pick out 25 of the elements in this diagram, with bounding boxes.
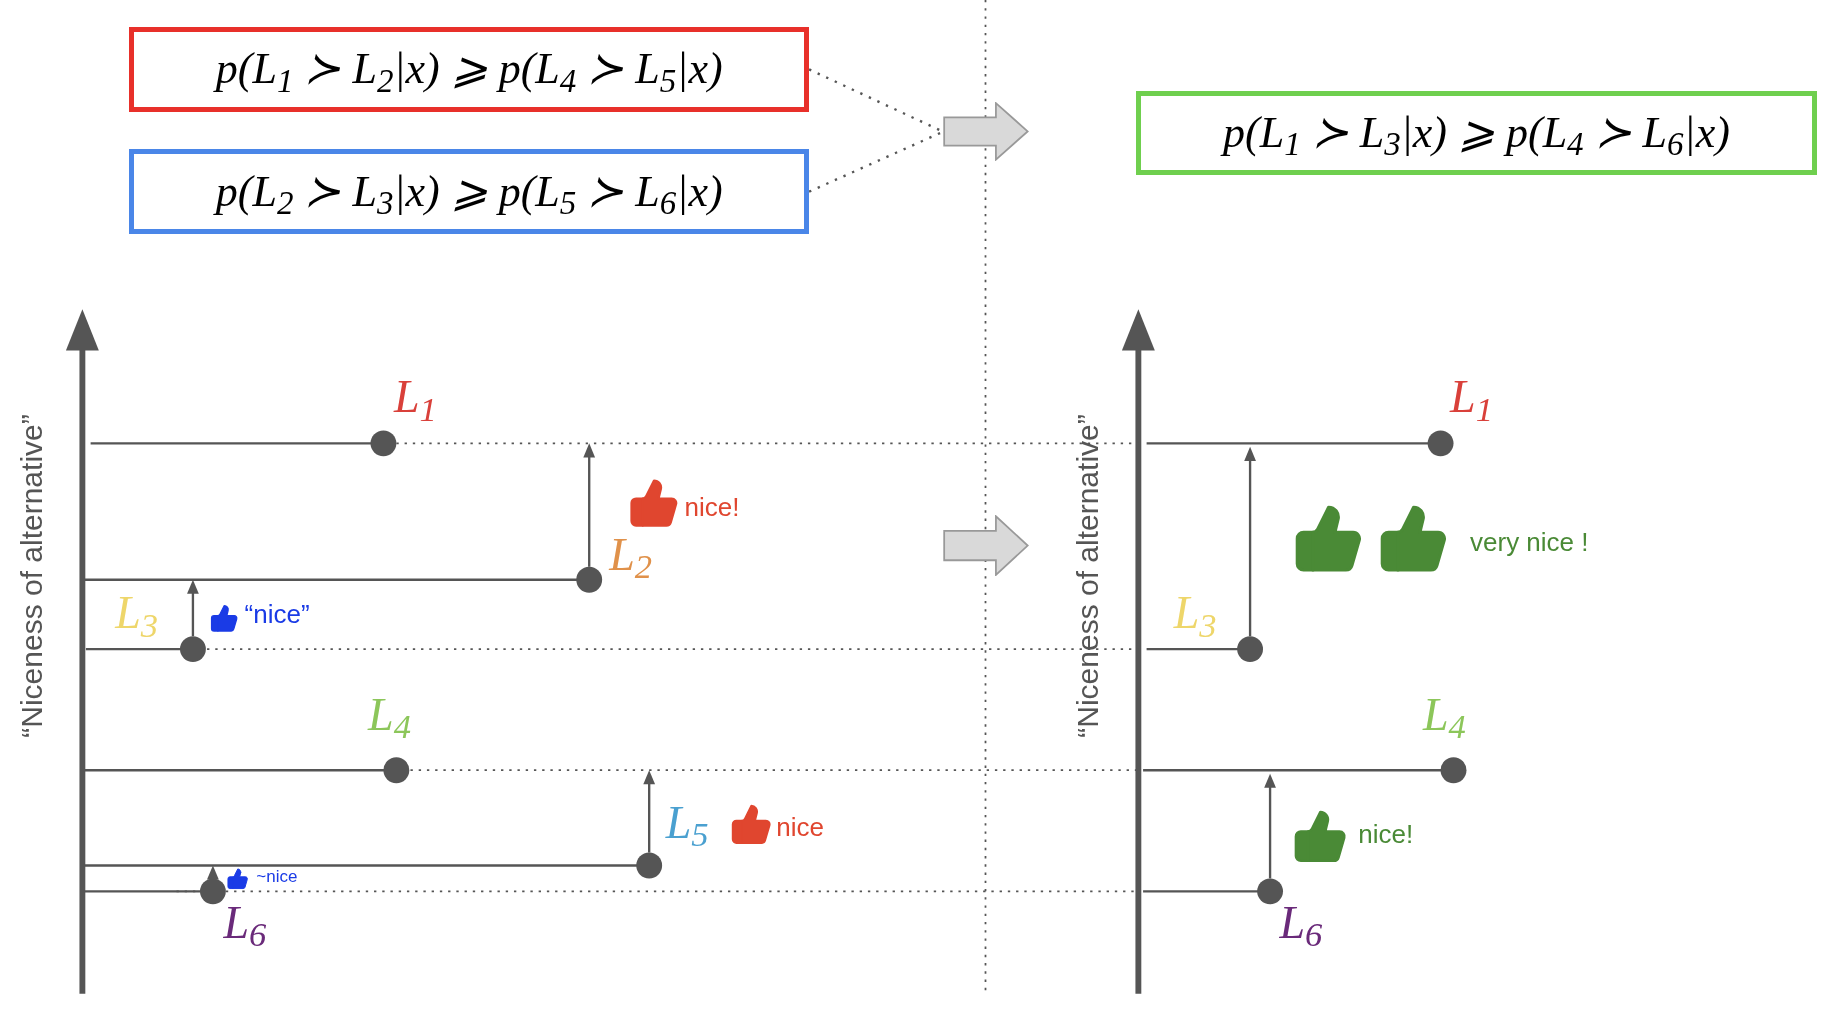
- point-label: L$_{5}$: [665, 799, 709, 846]
- formula-box: [129, 27, 810, 112]
- note-text: nice!: [1358, 820, 1414, 847]
- formula-box: [1136, 90, 1817, 176]
- point-label: L$_{1}$: [1450, 373, 1493, 420]
- point-label: L$_{3}$: [115, 590, 159, 637]
- note-text: nice: [776, 813, 824, 840]
- note-text: ~nice: [256, 867, 298, 885]
- point-label: L$_{6}$: [223, 899, 267, 946]
- axis-label: “Niceness of alternative”: [1072, 414, 1103, 738]
- point-label: L$_{4}$: [368, 691, 411, 738]
- point-label: L$_{2}$: [609, 531, 652, 578]
- note-text: very nice !: [1470, 529, 1589, 556]
- formula: p(L$_{2}$ ≻ L$_{3}$|x) ⩾ p(L$_{5}$ ≻ L$_{6}$|x): [215, 169, 723, 214]
- point-label: L$_{3}$: [1173, 590, 1217, 637]
- note-text: nice!: [684, 493, 740, 520]
- note-text: “nice”: [244, 600, 310, 627]
- point-label: L$_{1}$: [393, 373, 437, 420]
- block-arrow: [943, 102, 1029, 162]
- block-arrow: [943, 515, 1029, 577]
- axis-label: “Niceness of alternative”: [16, 414, 47, 738]
- point-label: L$_{4}$: [1423, 691, 1466, 738]
- formula-box: [129, 149, 810, 234]
- point-label: L$_{6}$: [1279, 899, 1323, 946]
- formula: p(L$_{1}$ ≻ L$_{2}$|x) ⩾ p(L$_{4}$ ≻ L$_{5}$|x): [215, 47, 723, 92]
